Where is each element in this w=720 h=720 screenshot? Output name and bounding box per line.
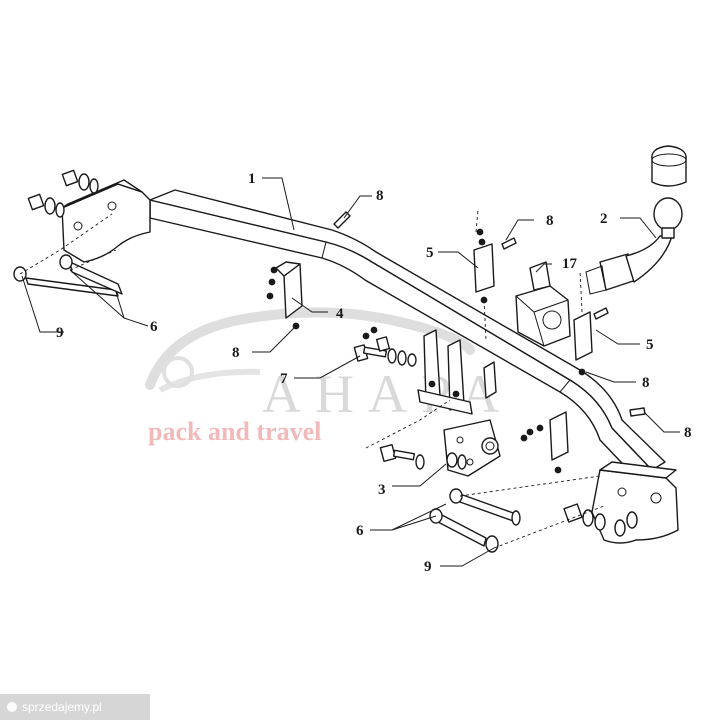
callout-6-lower: 6 bbox=[356, 523, 364, 539]
callout-labels: 1 2 3 4 5 5 6 6 7 8 8 8 8 8 9 9 17 bbox=[56, 171, 692, 575]
callout-8-upper-right: 8 bbox=[546, 213, 554, 229]
callout-8-left: 8 bbox=[232, 345, 240, 361]
bracket-part-4 bbox=[266, 261, 303, 330]
callout-9-lower: 9 bbox=[424, 559, 432, 575]
callout-7: 7 bbox=[280, 371, 288, 387]
bracket-part-5-right bbox=[573, 307, 609, 376]
watermark-brand: AHAPA bbox=[262, 364, 513, 424]
callout-9-left: 9 bbox=[56, 325, 64, 341]
watermark-tagline: pack and travel bbox=[148, 417, 321, 446]
right-nut-set bbox=[563, 503, 638, 537]
callout-5-upper: 5 bbox=[426, 245, 434, 261]
callout-8-top: 8 bbox=[376, 188, 384, 204]
right-mounting-plate bbox=[563, 461, 679, 544]
assembly-guide-lines bbox=[19, 209, 605, 549]
bolt-set-part-3 bbox=[379, 443, 467, 470]
leader-lines bbox=[21, 177, 680, 567]
bracket-part-5-upper bbox=[473, 228, 517, 304]
tow-ball-part-2 bbox=[585, 145, 687, 295]
lower-long-bolts bbox=[429, 488, 521, 553]
left-mounting-plate bbox=[13, 169, 151, 297]
left-nut-set bbox=[27, 169, 99, 218]
bolt-set-part-7 bbox=[353, 326, 417, 367]
callout-5-right: 5 bbox=[646, 337, 654, 353]
left-long-bolts bbox=[13, 254, 123, 297]
callout-2: 2 bbox=[600, 211, 608, 227]
callout-17: 17 bbox=[562, 256, 578, 272]
site-credit: sprzedajemy.pl bbox=[0, 694, 150, 720]
electrical-socket-part-17 bbox=[515, 261, 571, 347]
center-hitch-brackets bbox=[417, 329, 497, 415]
callout-8-far-right: 8 bbox=[684, 425, 692, 441]
credit-text: sprzedajemy.pl bbox=[22, 700, 102, 714]
callout-3: 3 bbox=[378, 482, 386, 498]
callout-4: 4 bbox=[336, 306, 344, 322]
callout-1: 1 bbox=[248, 171, 256, 187]
callout-8-right: 8 bbox=[642, 375, 650, 391]
right-lower-bracket bbox=[520, 411, 569, 474]
callout-6-left: 6 bbox=[150, 319, 158, 335]
